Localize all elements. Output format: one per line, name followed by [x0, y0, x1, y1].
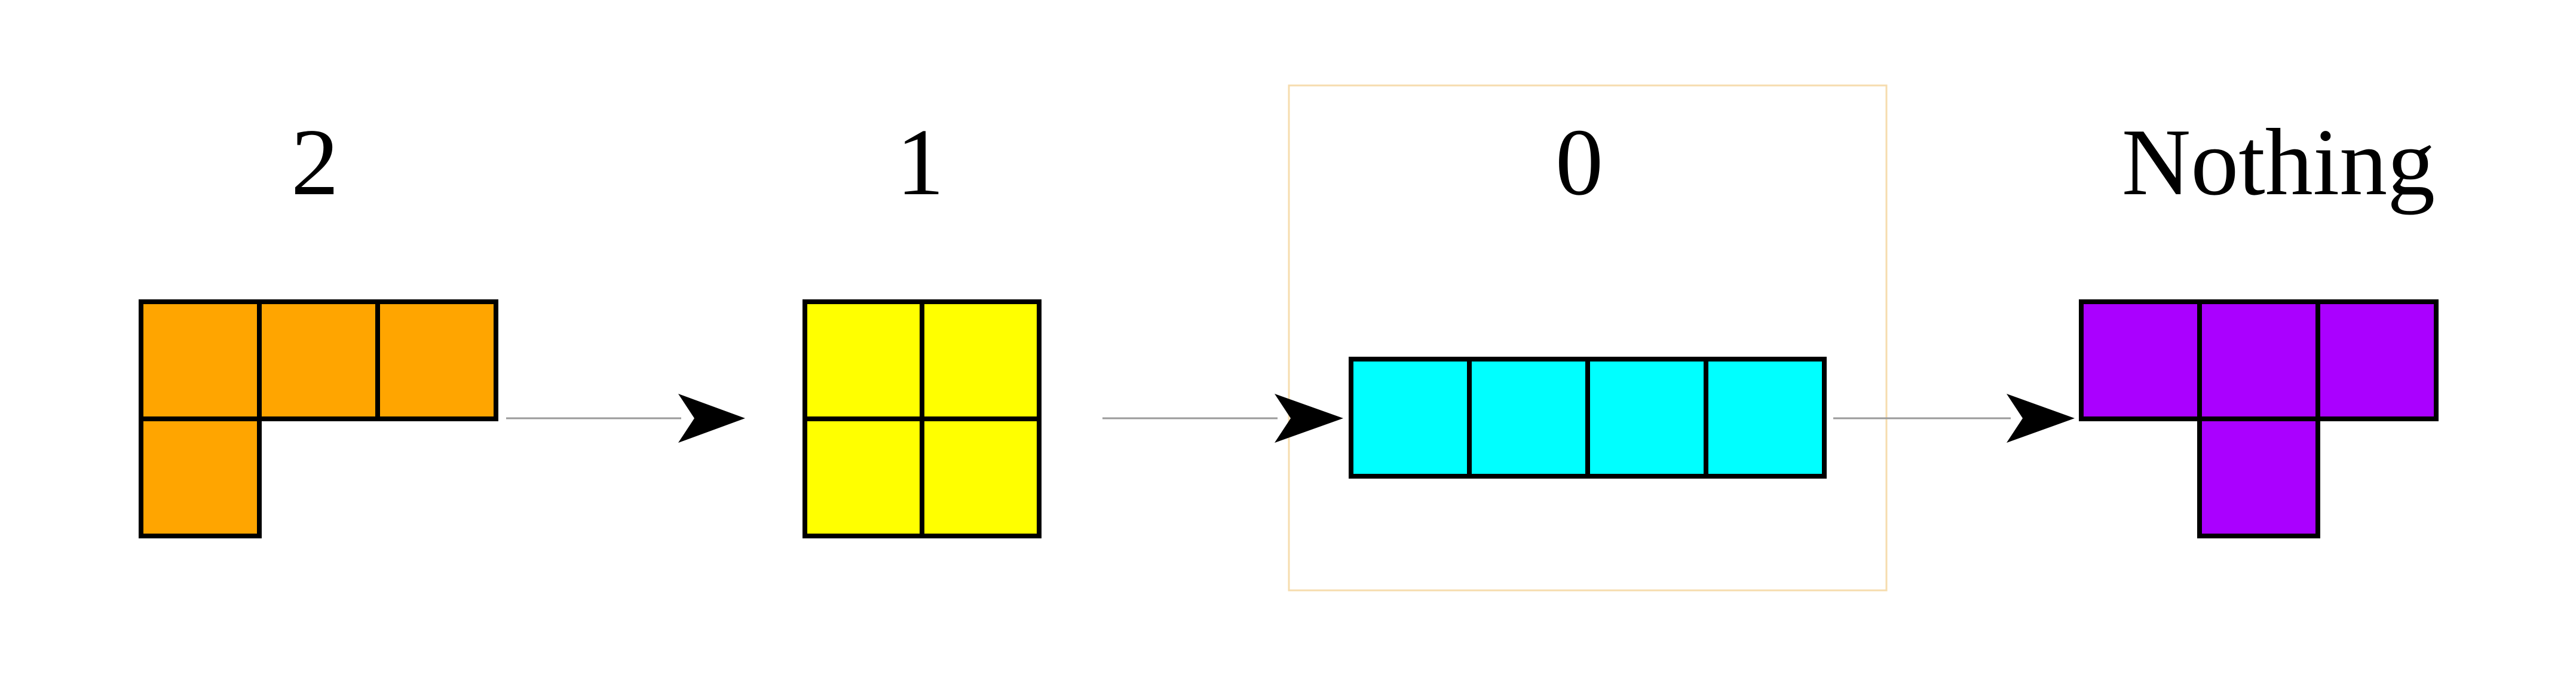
- current-piece-highlight: [1288, 84, 1888, 592]
- piece-label-l: 2: [291, 109, 339, 215]
- arrow-o-to-i: [1102, 394, 1343, 443]
- i-piece-cell: [1585, 357, 1708, 479]
- i-piece-cell: [1467, 357, 1590, 479]
- o-piece-cell: [802, 416, 924, 538]
- t-piece-cell: [2079, 299, 2202, 421]
- l-piece-cell: [257, 299, 380, 421]
- l-piece-cell: [139, 299, 262, 421]
- t-piece-cell: [2197, 416, 2320, 538]
- t-piece: [2079, 299, 2439, 538]
- t-piece-cell: [2315, 299, 2439, 421]
- i-piece: [1349, 357, 1827, 479]
- t-piece-cell: [2197, 299, 2320, 421]
- arrow-head-icon: [678, 394, 745, 443]
- o-piece-cell: [920, 299, 1042, 421]
- piece-label-t: Nothing: [2122, 109, 2435, 215]
- arrow-head-icon: [1275, 394, 1343, 443]
- o-piece: [802, 299, 1042, 538]
- i-piece-cell: [1349, 357, 1472, 479]
- arrow-head-icon: [2007, 394, 2075, 443]
- i-piece-cell: [1704, 357, 1827, 479]
- l-piece-cell: [139, 416, 262, 538]
- piece-label-o: 1: [896, 109, 944, 215]
- l-piece-cell: [375, 299, 498, 421]
- piece-label-i: 0: [1555, 109, 1603, 215]
- o-piece-cell: [802, 299, 924, 421]
- arrow-l-to-o: [506, 394, 745, 443]
- arrow-i-to-t: [1833, 394, 2075, 443]
- l-piece: [139, 299, 498, 538]
- o-piece-cell: [920, 416, 1042, 538]
